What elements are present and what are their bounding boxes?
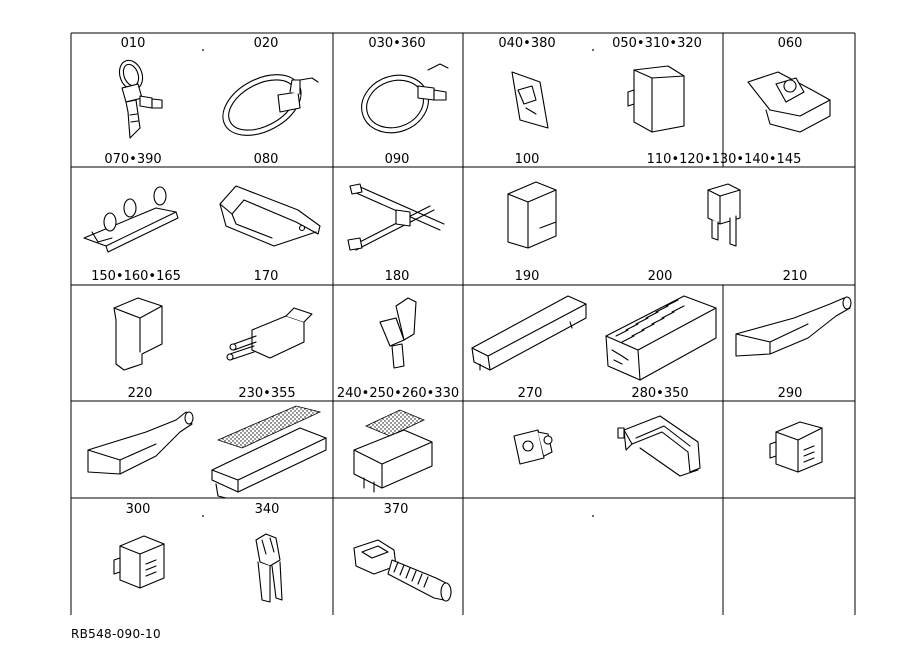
part-370-drawing [353, 539, 452, 602]
label-070-390: 070•390 [104, 152, 161, 167]
label-200: 200 [648, 269, 673, 284]
label-190: 190 [515, 269, 540, 284]
part-210-drawing [735, 296, 852, 357]
part-200-drawing [605, 295, 717, 381]
label-180: 180 [385, 269, 410, 284]
label-100: 100 [515, 152, 540, 167]
label-090: 090 [385, 152, 410, 167]
part-290-drawing [769, 421, 823, 473]
label-110-145: 110•120•130•140•145 [647, 152, 802, 167]
part-labels: 010 020 030•360 040•380 050•310•320 060 … [91, 36, 807, 517]
label-370: 370 [384, 502, 409, 517]
drawing-reference-code: RB548-090-10 [71, 627, 161, 641]
part-060-drawing [747, 71, 831, 133]
part-270-drawing [513, 429, 553, 465]
part-050-drawing [627, 65, 685, 133]
part-340-drawing [255, 533, 283, 603]
label-230-355: 230•355 [238, 386, 295, 401]
label-010: 010 [121, 36, 146, 51]
label-280-350: 280•350 [631, 386, 688, 401]
part-240-drawing [353, 409, 433, 493]
part-230-drawing [211, 405, 327, 499]
label-270: 270 [518, 386, 543, 401]
label-030-360: 030•360 [368, 36, 425, 51]
part-280-drawing [617, 415, 701, 477]
part-170-drawing [226, 307, 313, 361]
label-040-380: 040•380 [498, 36, 555, 51]
label-050-310-320: 050•310•320 [612, 36, 702, 51]
label-060: 060 [778, 36, 803, 51]
label-240-330: 240•250•260•330 [337, 386, 459, 401]
part-110-drawing [707, 183, 741, 247]
part-080-drawing [219, 185, 321, 247]
part-040-drawing [511, 71, 549, 129]
label-020: 020 [254, 36, 279, 51]
grid-lines [70, 32, 856, 615]
part-010-drawing [118, 59, 163, 139]
part-300-drawing [113, 535, 165, 589]
part-090-drawing [347, 183, 445, 251]
part-100-drawing [507, 181, 557, 249]
part-220-drawing [87, 411, 194, 475]
part-150-drawing [113, 297, 163, 371]
label-290: 290 [778, 386, 803, 401]
label-170: 170 [254, 269, 279, 284]
label-210: 210 [783, 269, 808, 284]
part-020-drawing [222, 74, 319, 136]
label-340: 340 [255, 502, 280, 517]
label-300: 300 [126, 502, 151, 517]
label-220: 220 [128, 386, 153, 401]
label-080: 080 [254, 152, 279, 167]
part-030-drawing [361, 63, 449, 134]
label-150-160-165: 150•160•165 [91, 269, 181, 284]
part-070-drawing [83, 186, 179, 253]
part-190-drawing [471, 295, 587, 371]
part-180-drawing [379, 297, 417, 369]
